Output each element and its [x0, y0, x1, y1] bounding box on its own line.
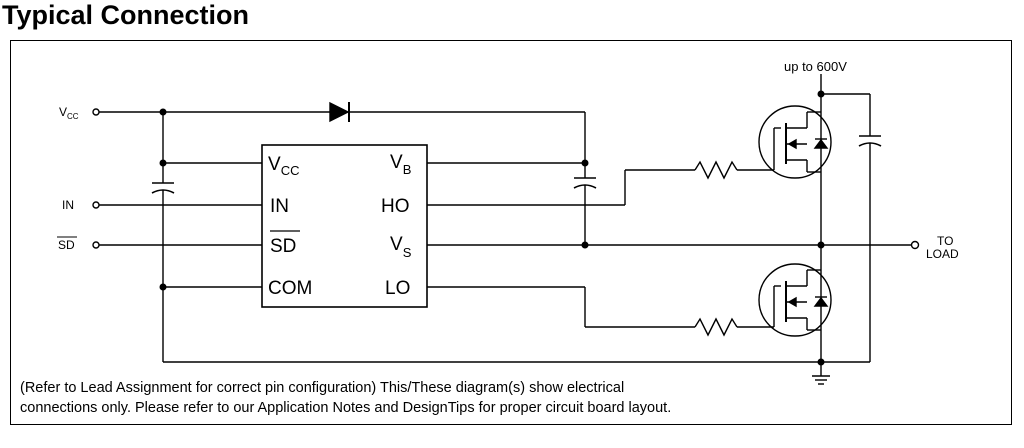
chip-pin-sd: SD	[270, 236, 296, 257]
chip-pin-ho: HO	[381, 196, 410, 217]
footnote-line-2: connections only. Please refer to our Ap…	[20, 400, 672, 416]
chip-pin-vs: VS	[390, 234, 412, 260]
footnote-line-1: (Refer to Lead Assignment for correct pi…	[20, 380, 625, 396]
chip-pin-com: COM	[268, 278, 312, 299]
vcc-terminal	[92, 108, 100, 116]
high-gate-resistor	[694, 160, 738, 180]
supply-label: up to 600V	[784, 59, 847, 74]
vcc-input-label: VCC	[59, 105, 79, 121]
footnote: (Refer to Lead Assignment for correct pi…	[20, 378, 671, 418]
page-title: Typical Connection	[2, 0, 250, 30]
diode-symbol	[329, 101, 350, 123]
high-side-mosfet	[758, 105, 832, 179]
low-gate-resistor	[694, 317, 738, 337]
load-label-line1: TO	[937, 234, 953, 248]
in-terminal	[92, 201, 100, 209]
load-label-line2: LOAD	[926, 247, 959, 261]
driver-ic	[261, 144, 428, 308]
chip-pin-vcc: VCC	[268, 154, 299, 178]
sd-terminal	[92, 241, 100, 249]
low-side-mosfet	[758, 263, 832, 337]
load-terminal	[910, 240, 920, 250]
chip-pin-lo: LO	[385, 278, 410, 299]
chip-pin-vb: VB	[390, 152, 411, 177]
sd-input-label: SD	[58, 238, 75, 252]
junction-dots	[159, 90, 825, 366]
diagram-frame	[10, 40, 1012, 425]
chip-pin-in: IN	[270, 196, 289, 217]
in-input-label: IN	[62, 198, 74, 212]
